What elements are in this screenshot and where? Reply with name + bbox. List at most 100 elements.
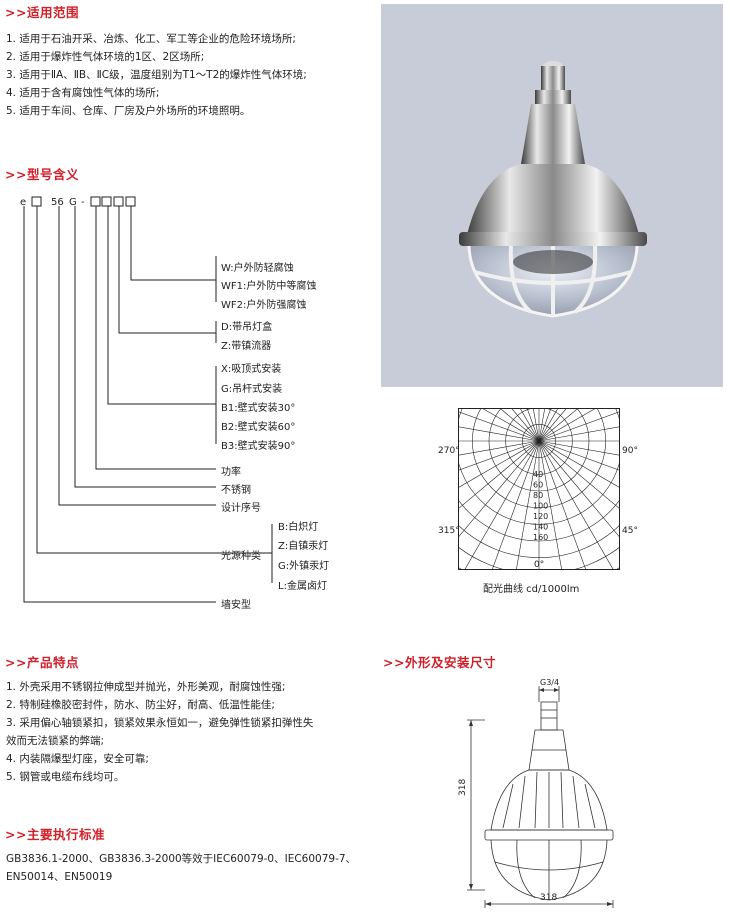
label-ls-g: G:外镇汞灯 xyxy=(278,561,330,572)
label-serial: 设计序号 xyxy=(221,503,261,514)
polar-spoke xyxy=(538,408,559,442)
code-letter-e: e xyxy=(20,197,26,208)
label-d: D:带吊灯盒 xyxy=(221,322,273,333)
lamp-illustration xyxy=(381,4,723,387)
polar-spoke xyxy=(538,440,587,570)
label-ls-l: L:金属卤灯 xyxy=(278,581,327,592)
standards-line: GB3836.1-2000、GB3836.3-2000等效于IEC60079-0… xyxy=(6,853,357,865)
code-dash: - xyxy=(81,197,85,208)
label-b3: B3:壁式安装90° xyxy=(221,441,296,452)
features-heading: >>产品特点 xyxy=(5,655,79,670)
list-item: 3. 采用偏心轴锁紧扣，锁紧效果永恒如一，避免弹性锁紧扣弹性失 xyxy=(6,717,314,729)
polar-spoke xyxy=(538,411,620,442)
polar-spoke xyxy=(538,440,620,471)
label-light-source: 光源种类 xyxy=(221,551,261,562)
polar-spoke xyxy=(538,440,620,489)
polar-radial-label: 40 xyxy=(533,470,543,479)
list-item: 3. 适用于ⅡA、ⅡB、ⅡC级，温度组别为T1～T2的爆炸性气体环境; xyxy=(6,69,307,81)
polar-radial-label: 120 xyxy=(533,512,548,521)
polar-spoke xyxy=(532,408,540,442)
code-box xyxy=(90,196,101,207)
polar-spoke xyxy=(538,440,563,570)
polar-spoke xyxy=(510,408,540,442)
label-ls-z: Z:自镇汞灯 xyxy=(278,541,329,552)
list-item: 效而无法锁紧的弊端; xyxy=(6,735,105,747)
polar-spoke xyxy=(458,440,540,538)
code-box xyxy=(125,196,136,207)
list-item: 5. 适用于车间、仓库、厂房及户外场所的环境照明。 xyxy=(6,105,251,117)
polar-spoke xyxy=(538,408,568,442)
polar-spoke xyxy=(519,408,540,442)
dimension-drawing xyxy=(467,686,614,908)
label-wf2: WF2:户外防强腐蚀 xyxy=(221,300,307,311)
polar-spoke xyxy=(538,408,597,442)
label-b2: B2:壁式安装60° xyxy=(221,422,296,433)
label-g: G:吊杆式安装 xyxy=(221,384,283,395)
polar-spoke xyxy=(538,440,620,456)
code-box xyxy=(113,196,124,207)
features-list: 1. 外壳采用不锈钢拉伸成型并抛光，外形美观，耐腐蚀性强; 2. 特制硅橡胶密封… xyxy=(6,678,313,786)
scope-heading: >>适用范围 xyxy=(5,5,79,20)
list-item: 1. 外壳采用不锈钢拉伸成型并抛光，外形美观，耐腐蚀性强; xyxy=(6,681,286,693)
list-item: 2. 适用于爆炸性气体环境的1区、2区场所; xyxy=(6,51,205,63)
model-heading: >>型号含义 xyxy=(5,167,79,182)
polar-spoke xyxy=(538,440,620,538)
polar-spoke xyxy=(538,408,579,442)
polar-spoke xyxy=(458,440,540,489)
angle-90: 90° xyxy=(622,446,638,456)
angle-0: 0° xyxy=(534,560,545,570)
polar-radial-label: 60 xyxy=(533,481,543,490)
label-ls-b: B:白炽灯 xyxy=(278,522,319,533)
polar-spoke xyxy=(458,440,540,471)
list-item: 1. 适用于石油开采、冶炼、化工、军工等企业的危险环境场所; xyxy=(6,33,296,45)
label-b1: B1:壁式安装30° xyxy=(221,403,296,414)
angle-45: 45° xyxy=(622,526,638,536)
polar-spoke xyxy=(481,408,540,442)
product-photo xyxy=(381,4,723,387)
label-power: 功率 xyxy=(221,467,241,478)
polar-spoke xyxy=(538,440,620,510)
code-box xyxy=(31,196,42,207)
code-box xyxy=(101,196,112,207)
dimensions-heading: >>外形及安装尺寸 xyxy=(383,655,496,670)
code-letter-g: G xyxy=(69,197,77,208)
polar-spoke xyxy=(458,426,540,442)
polar-radial-label: 140 xyxy=(533,523,548,532)
list-item: 4. 适用于含有腐蚀性气体的场所; xyxy=(6,87,160,99)
label-z: Z:带镇流器 xyxy=(221,341,272,352)
label-wall: 墙安型 xyxy=(221,600,251,611)
polar-spoke xyxy=(526,408,540,442)
polar-spoke xyxy=(458,440,540,456)
model-code-diagram: e 56 G - xyxy=(20,196,273,603)
scope-list: 1. 适用于石油开采、冶炼、化工、军工等企业的危险环境场所; 2. 适用于爆炸性… xyxy=(6,30,307,120)
polar-radial-label: 80 xyxy=(533,491,543,500)
polar-spoke xyxy=(458,440,540,510)
standards-line: EN50014、EN50019 xyxy=(6,871,113,883)
polar-spoke xyxy=(499,408,540,442)
thread-label: G3/4 xyxy=(540,678,560,687)
polar-spoke xyxy=(464,440,540,570)
polar-radial-label: 100 xyxy=(533,502,548,511)
polar-spoke xyxy=(491,440,540,570)
width-label: 318 xyxy=(540,893,558,903)
angle-315: 315° xyxy=(438,526,460,536)
polar-spoke xyxy=(538,440,614,570)
polar-spoke xyxy=(458,411,540,442)
polar-spoke xyxy=(538,426,620,442)
height-label: 318 xyxy=(458,778,468,796)
label-x: X:吸顶式安装 xyxy=(221,364,282,375)
list-item: 4. 内装隔爆型灯座，安全可靠; xyxy=(6,753,149,765)
polar-spoke xyxy=(538,408,546,442)
polar-caption: 配光曲线 cd/1000lm xyxy=(483,584,580,595)
polar-radial-label: 160 xyxy=(533,533,548,542)
label-w: W:户外防轻腐蚀 xyxy=(221,263,294,274)
list-item: 5. 钢管或电缆布线均可。 xyxy=(6,771,125,783)
standards-heading: >>主要执行标准 xyxy=(5,827,105,842)
standards-text: GB3836.1-2000、GB3836.3-2000等效于IEC60079-0… xyxy=(6,850,356,886)
angle-270: 270° xyxy=(438,446,460,456)
code-number: 56 xyxy=(51,197,64,208)
label-wf1: WF1:户外防中等腐蚀 xyxy=(221,281,317,292)
list-item: 2. 特制硅橡胶密封件，防水、防尘好，耐高、低温性能佳; xyxy=(6,699,275,711)
polar-spoke xyxy=(515,440,540,570)
label-steel: 不锈钢 xyxy=(221,485,251,496)
